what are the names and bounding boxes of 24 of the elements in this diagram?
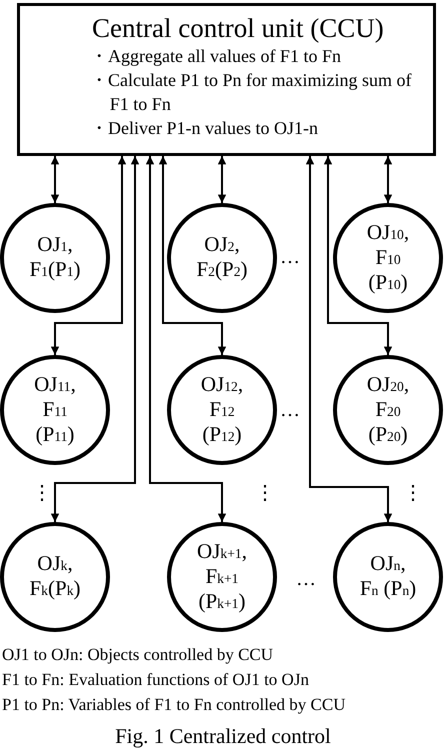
arrow bbox=[324, 156, 392, 355]
note-text: F1 to Fn: Evaluation functions of OJ1 to OJn bbox=[2, 670, 309, 690]
ellipsis: … bbox=[296, 568, 316, 590]
vertical-ellipsis: ⋮ bbox=[32, 482, 52, 504]
note-text: OJ1 to OJn: Objects controlled by CCU bbox=[2, 645, 274, 665]
box-title: Central control unit (CCU) bbox=[92, 12, 385, 44]
control-unit-box bbox=[17, 3, 436, 156]
arrow bbox=[158, 156, 226, 355]
arrow bbox=[384, 156, 392, 203]
arrow bbox=[50, 156, 140, 522]
arrow bbox=[146, 156, 226, 522]
vertical-ellipsis: ⋮ bbox=[403, 482, 423, 504]
arrow bbox=[50, 156, 126, 355]
bullet-text: ・Calculate P1 to Pn for maximizing sum of F1 to Fn bbox=[90, 69, 412, 116]
arrow bbox=[218, 156, 226, 203]
bullet-text: ・Aggregate all values of F1 to Fn bbox=[90, 45, 342, 68]
ellipsis: … bbox=[280, 246, 300, 268]
ellipsis: … bbox=[280, 399, 300, 421]
note-text: P1 to Pn: Variables of F1 to Fn controlled by CCU bbox=[2, 695, 346, 715]
arrow bbox=[306, 156, 392, 522]
figure-caption: Fig. 1 Centralized control bbox=[114, 724, 332, 748]
bullet-text: ・Deliver P1-n values to OJ1-n bbox=[90, 117, 319, 140]
arrow bbox=[50, 156, 60, 203]
vertical-ellipsis: ⋮ bbox=[255, 482, 275, 504]
